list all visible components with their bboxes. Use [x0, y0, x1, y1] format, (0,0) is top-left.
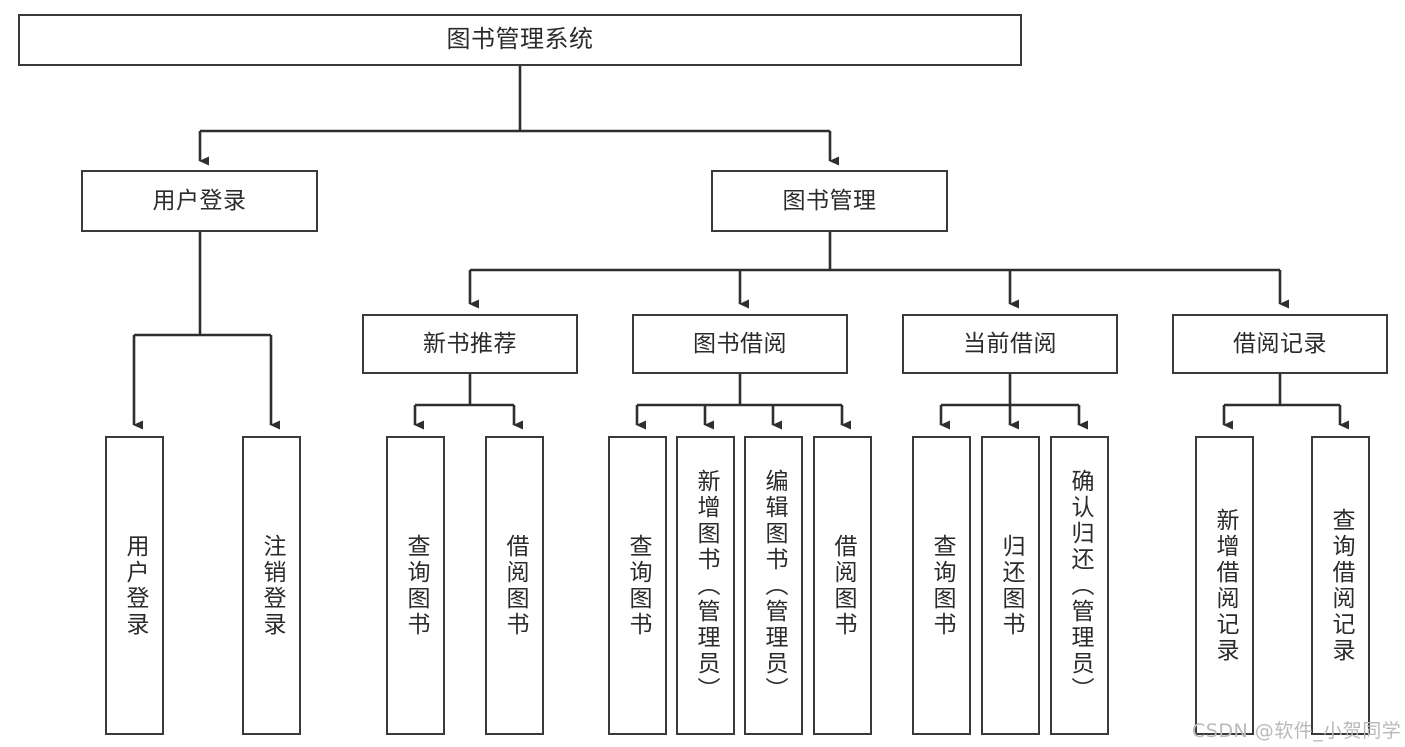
node-label: 用户登录 — [152, 187, 247, 214]
node-label: 新增图书（管理员） — [693, 468, 719, 703]
node-new-book-recommend[interactable]: 新书推荐 — [362, 314, 578, 374]
node-leaf-return-book[interactable]: 归还图书 — [981, 436, 1040, 735]
node-leaf-query-book-2[interactable]: 查询图书 — [608, 436, 667, 735]
node-leaf-query-book-3[interactable]: 查询图书 — [912, 436, 971, 735]
node-leaf-add-book[interactable]: 新增图书（管理员） — [676, 436, 735, 735]
node-label: 确认归还（管理员） — [1067, 468, 1093, 703]
node-label: 借阅图书 — [830, 533, 856, 638]
node-leaf-confirm-return[interactable]: 确认归还（管理员） — [1050, 436, 1109, 735]
node-label: 借阅记录 — [1233, 330, 1327, 357]
node-label: 查询图书 — [625, 533, 651, 638]
node-borrow-record[interactable]: 借阅记录 — [1172, 314, 1388, 374]
node-label: 新书推荐 — [423, 330, 517, 357]
node-book-management-system[interactable]: 图书管理系统 — [18, 14, 1022, 66]
node-leaf-add-record[interactable]: 新增借阅记录 — [1195, 436, 1254, 735]
node-label: 新增借阅记录 — [1212, 507, 1238, 664]
node-label: 查询图书 — [929, 533, 955, 638]
node-leaf-query-record[interactable]: 查询借阅记录 — [1311, 436, 1370, 735]
node-label: 图书管理系统 — [446, 25, 594, 54]
node-book-borrow[interactable]: 图书借阅 — [632, 314, 848, 374]
node-leaf-logout-login[interactable]: 注销登录 — [242, 436, 301, 735]
node-label: 归还图书 — [998, 533, 1024, 638]
node-label: 当前借阅 — [963, 330, 1057, 357]
node-leaf-user-login[interactable]: 用户登录 — [105, 436, 164, 735]
node-leaf-edit-book[interactable]: 编辑图书（管理员） — [744, 436, 803, 735]
node-leaf-borrow-book-2[interactable]: 借阅图书 — [813, 436, 872, 735]
node-label: 用户登录 — [122, 533, 148, 638]
node-label: 注销登录 — [259, 533, 285, 638]
node-label: 查询借阅记录 — [1328, 507, 1354, 664]
node-leaf-borrow-book-1[interactable]: 借阅图书 — [485, 436, 544, 735]
node-label: 查询图书 — [403, 533, 429, 638]
node-current-borrow[interactable]: 当前借阅 — [902, 314, 1118, 374]
node-label: 编辑图书（管理员） — [761, 468, 787, 703]
node-label: 图书管理 — [782, 187, 877, 214]
csdn-watermark: CSDN @软件_小贺同学 — [1192, 720, 1402, 742]
node-leaf-query-book-1[interactable]: 查询图书 — [386, 436, 445, 735]
node-book-management[interactable]: 图书管理 — [711, 170, 948, 232]
node-label: 图书借阅 — [693, 330, 787, 357]
node-user-login[interactable]: 用户登录 — [81, 170, 318, 232]
node-label: 借阅图书 — [502, 533, 528, 638]
